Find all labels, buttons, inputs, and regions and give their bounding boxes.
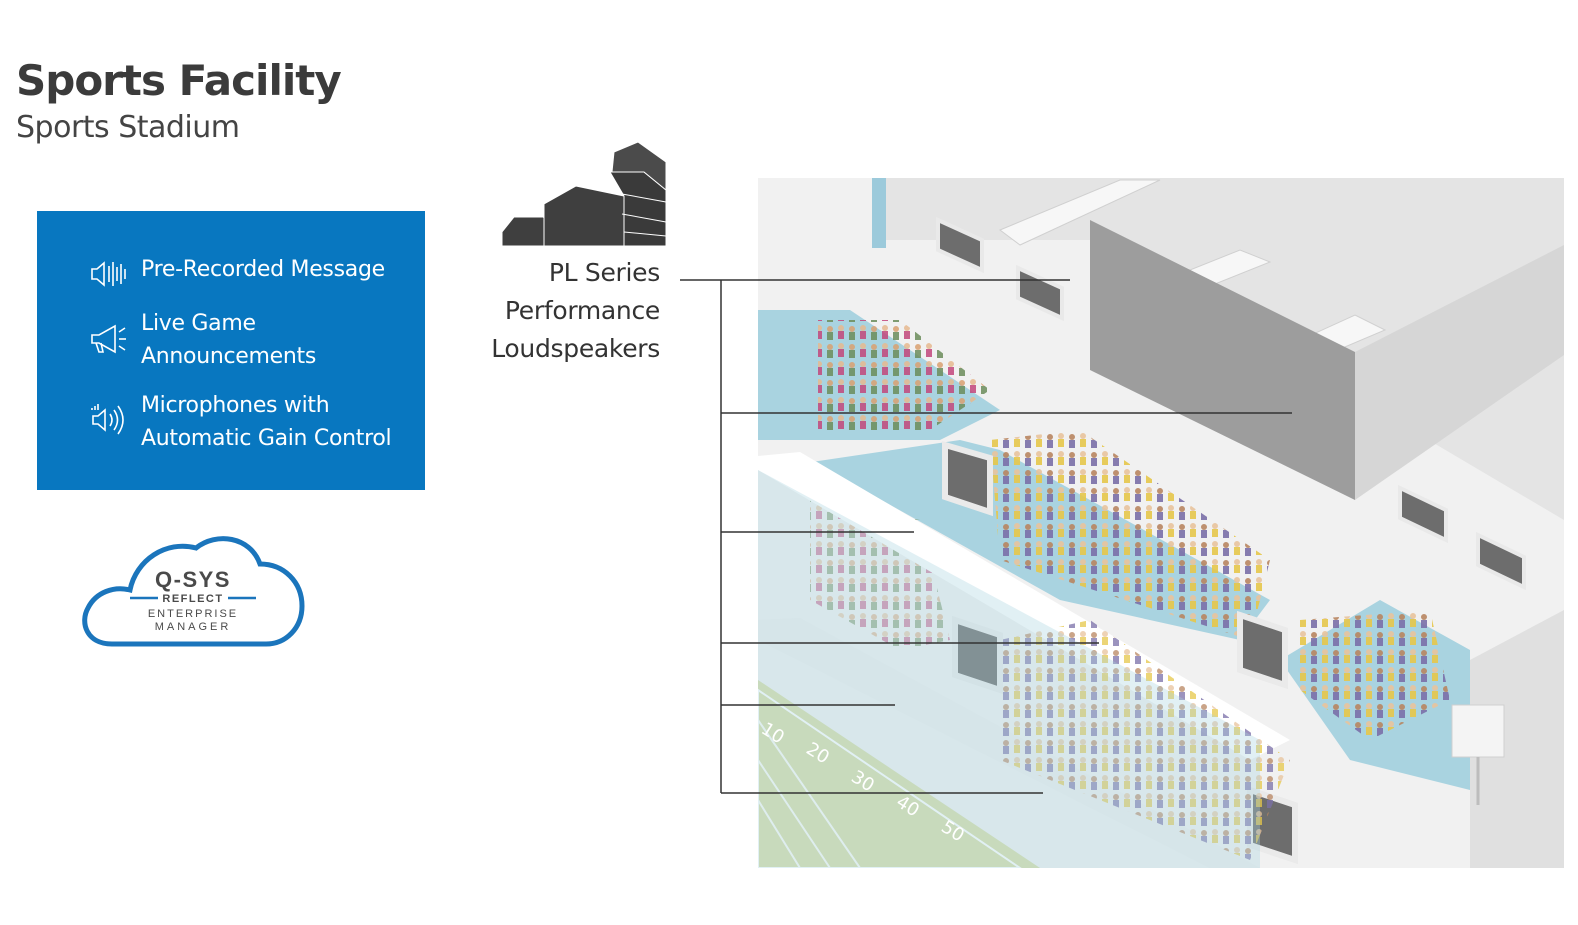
feature-panel: Pre-Recorded Message Live Game Announcem… xyxy=(37,211,425,490)
feature-label: Pre-Recorded Message xyxy=(141,257,385,282)
callout-lines xyxy=(680,279,1292,794)
feature-label: Live Game Announcements xyxy=(141,311,317,369)
page-subtitle: Sports Stadium xyxy=(16,110,240,145)
logo-line3: ENTERPRISE xyxy=(148,608,238,620)
feature-label: Microphones with Automatic Gain Control xyxy=(141,393,392,451)
waveform-speaker-icon xyxy=(91,261,126,287)
page-title: Sports Facility xyxy=(16,56,342,105)
logo-line1: Q-SYS xyxy=(155,567,231,592)
microphone-agc-icon xyxy=(91,404,124,435)
qsys-reflect-logo: Q-SYS REFLECT ENTERPRISE MANAGER xyxy=(82,536,305,647)
product-label: PL Series Performance Loudspeakers xyxy=(491,258,660,363)
feature-pre-recorded-message: Pre-Recorded Message xyxy=(89,253,385,295)
logo-line4: MANAGER xyxy=(155,621,232,633)
line-array-loudspeaker-icon xyxy=(501,141,667,247)
feature-microphones-agc: Microphones with Automatic Gain Control xyxy=(89,389,392,455)
megaphone-icon xyxy=(91,324,126,354)
feature-live-game-announcements: Live Game Announcements xyxy=(89,307,316,373)
logo-line2: REFLECT xyxy=(162,593,223,605)
